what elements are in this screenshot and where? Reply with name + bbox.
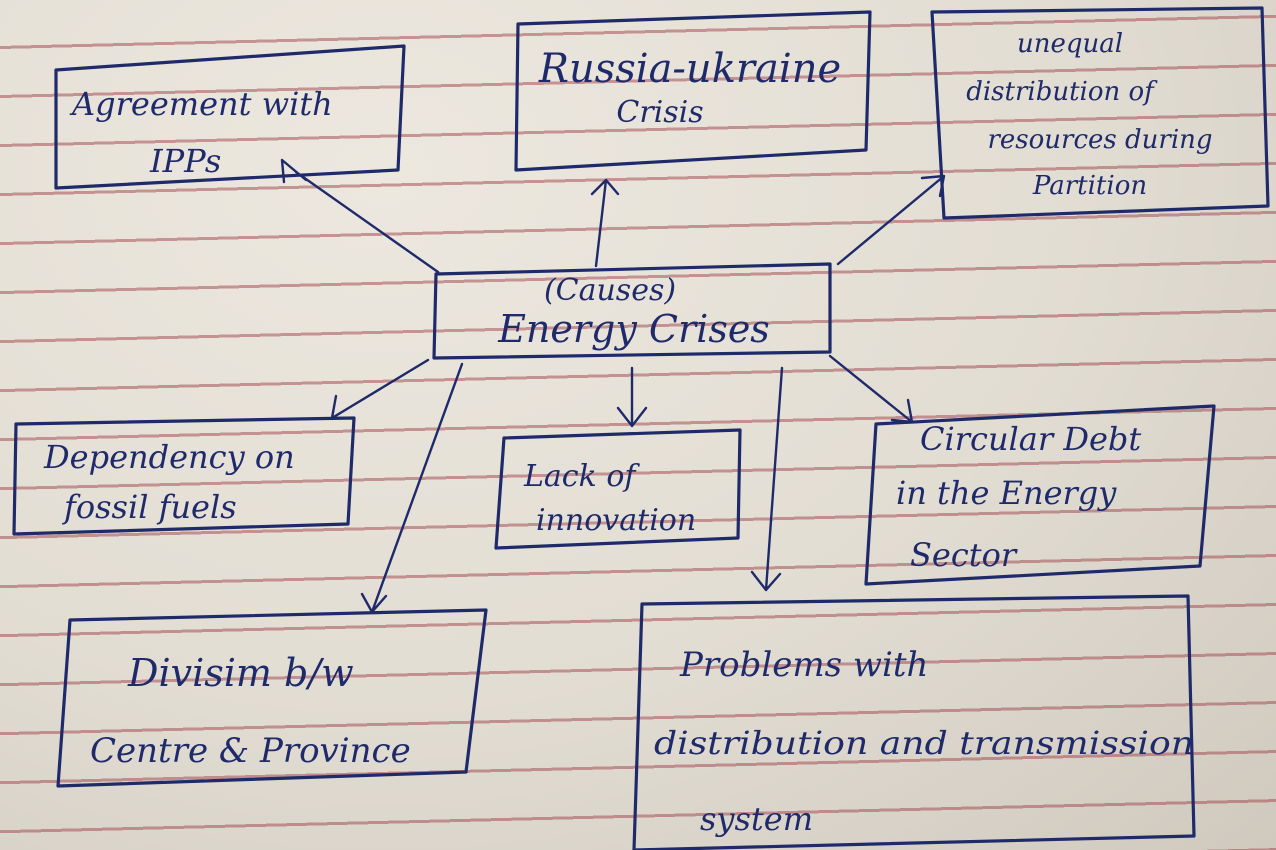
partition-line2: distribution of — [966, 77, 1158, 107]
arrow-to-innovation — [616, 366, 648, 428]
ipps-line1: Agreement with — [69, 85, 333, 123]
russia-line2: Crisis — [616, 95, 703, 130]
fossil-line2: fossil fuels — [62, 488, 237, 526]
ipps-line2: IPPs — [149, 142, 221, 180]
transmission-line1: Problems with — [679, 645, 928, 685]
arrow-to-russia — [590, 178, 620, 268]
ipps-box — [54, 44, 406, 190]
transmission-line2: distribution and transmission — [654, 724, 1194, 762]
partition-line4: Partition — [1032, 171, 1147, 201]
partition-line1: unequal — [1017, 29, 1123, 59]
partition-line3: resources during — [987, 125, 1212, 155]
arrow-to-division — [360, 362, 464, 614]
transmission-line3: system — [700, 800, 813, 838]
transmission-box — [632, 594, 1196, 850]
debt-line1: Circular Debt — [920, 420, 1141, 458]
debt-box — [864, 404, 1216, 586]
division-box — [56, 608, 488, 788]
arrow-to-ipps — [280, 158, 440, 274]
arrow-to-partition — [836, 174, 946, 266]
arrow-to-transmission — [750, 366, 784, 592]
fossil-line1: Dependency on — [43, 438, 295, 476]
russia-box — [514, 10, 872, 172]
innovation-line1: Lack of — [523, 459, 640, 494]
innovation-box — [494, 428, 742, 550]
innovation-line2: innovation — [536, 503, 696, 538]
fossil-box — [12, 416, 356, 536]
center-box — [432, 262, 832, 360]
arrow-to-debt — [828, 354, 914, 424]
debt-line2: in the Energy — [896, 474, 1117, 512]
russia-line1: Russia-ukraine — [538, 46, 841, 92]
partition-box — [930, 6, 1270, 220]
debt-line3: Sector — [910, 536, 1018, 574]
arrow-to-fossil — [330, 358, 430, 420]
division-line2: Centre & Province — [90, 731, 411, 771]
center-title: Energy Crises — [497, 307, 770, 351]
center-note: (Causes) — [544, 273, 676, 308]
division-line1: Divisim b/w — [127, 651, 354, 695]
